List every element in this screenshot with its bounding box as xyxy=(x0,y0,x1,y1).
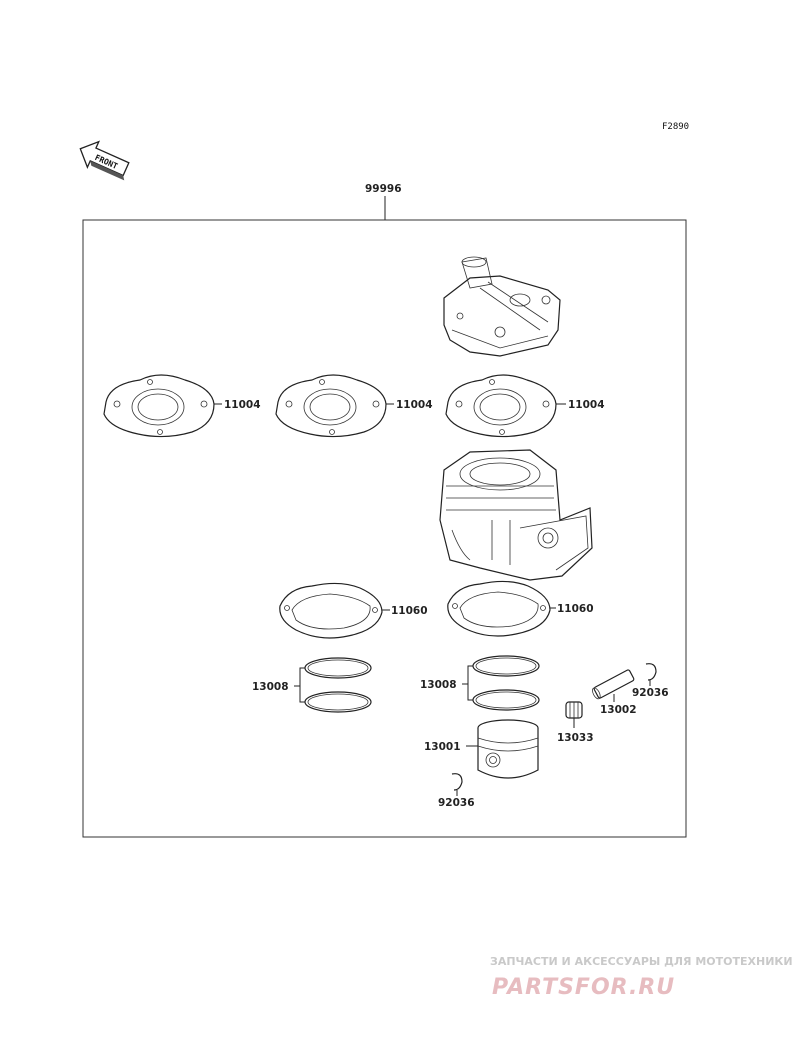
cylinder-head xyxy=(443,256,561,357)
part-label-11004-b: 11004 xyxy=(396,399,433,411)
part-label-13001: 13001 xyxy=(424,741,461,753)
figure-code: F2890 xyxy=(662,122,689,132)
piston xyxy=(477,719,539,779)
circlip-right xyxy=(645,663,657,681)
kit-frame xyxy=(82,219,687,838)
part-label-13002: 13002 xyxy=(600,704,637,716)
head-gasket-3 xyxy=(445,374,557,438)
part-label-11060-b: 11060 xyxy=(557,603,594,615)
part-label-11004-c: 11004 xyxy=(568,399,605,411)
part-label-13033: 13033 xyxy=(557,732,594,744)
head-gasket-1 xyxy=(103,374,215,438)
kit-number: 99996 xyxy=(365,183,402,195)
part-label-92036-b: 92036 xyxy=(438,797,475,809)
base-gasket-1 xyxy=(279,582,383,639)
watermark-logo: PARTSFOR.RU xyxy=(492,975,675,1000)
part-label-13008-a: 13008 xyxy=(252,681,289,693)
base-gasket-2 xyxy=(447,580,551,637)
needle-bearing xyxy=(565,701,583,719)
piston-pin xyxy=(592,669,635,700)
part-label-11004-a: 11004 xyxy=(224,399,261,411)
piston-rings-2 xyxy=(472,655,540,711)
watermark-tagline: ЗАПЧАСТИ И АКСЕССУАРЫ ДЛЯ МОТОТЕХНИКИ xyxy=(490,955,793,968)
front-arrow-icon: FRONT xyxy=(79,140,130,181)
head-gasket-2 xyxy=(275,374,387,438)
cylinder-block xyxy=(439,449,593,581)
piston-rings-1 xyxy=(304,657,372,713)
part-label-92036-a: 92036 xyxy=(632,687,669,699)
part-label-11060-a: 11060 xyxy=(391,605,428,617)
part-label-13008-b: 13008 xyxy=(420,679,457,691)
circlip-bottom xyxy=(451,773,463,791)
